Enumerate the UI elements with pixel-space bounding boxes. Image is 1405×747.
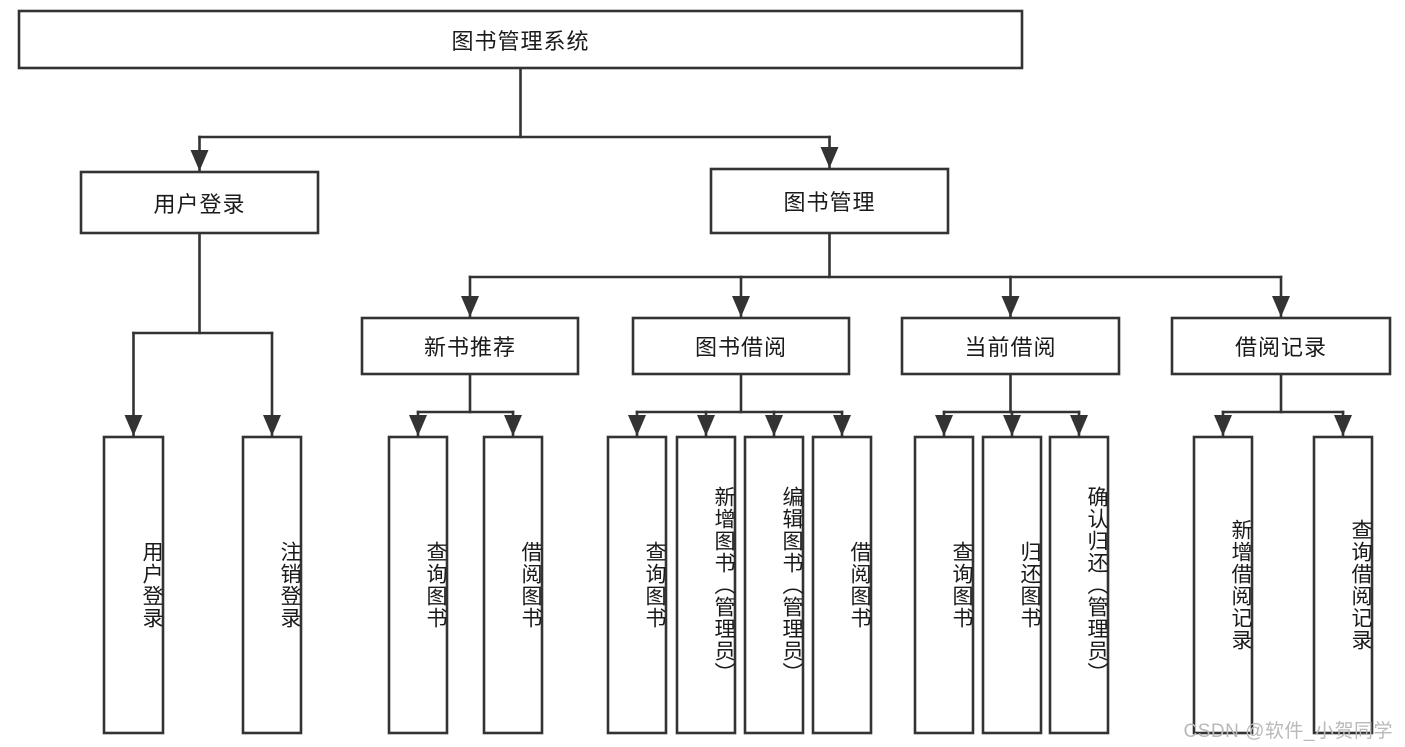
box-layer (17, 9, 1392, 735)
node-box-leaf-query-book-1[interactable] (387, 435, 449, 735)
node-box-current-borrow[interactable] (900, 316, 1121, 376)
arrow-head-icon (1272, 296, 1290, 317)
arrow-head-icon (124, 415, 143, 436)
arrow-head-icon (697, 415, 715, 436)
node-box-book-manage[interactable] (709, 167, 950, 235)
node-box-leaf-borrow-book-1[interactable] (482, 435, 544, 735)
arrow-head-icon (504, 415, 522, 436)
arrow-head-icon (765, 415, 783, 436)
node-box-user-login[interactable] (79, 170, 320, 235)
node-box-leaf-query-book-2[interactable] (606, 435, 668, 735)
node-box-leaf-edit-book[interactable] (743, 435, 805, 735)
arrow-head-icon (1214, 415, 1232, 436)
arrow-head-icon (190, 150, 209, 171)
node-box-leaf-borrow-book-2[interactable] (811, 435, 873, 735)
node-box-leaf-confirm-return[interactable] (1048, 435, 1110, 735)
node-box-new-book-rec[interactable] (360, 316, 580, 376)
node-box-book-borrow[interactable] (631, 316, 851, 376)
arrow-head-icon (1003, 415, 1021, 436)
arrow-head-icon (628, 415, 646, 436)
edge-layer (124, 66, 1352, 438)
node-box-leaf-user-login[interactable] (102, 435, 165, 735)
node-box-borrow-record[interactable] (1170, 316, 1392, 376)
arrow-head-icon (1070, 415, 1088, 436)
watermark-text: CSDN @软件_小贺同学 (1183, 721, 1393, 742)
node-box-root[interactable] (17, 9, 1024, 70)
node-box-leaf-query-record[interactable] (1312, 435, 1374, 735)
node-box-leaf-logout[interactable] (241, 435, 303, 735)
arrow-head-icon (263, 415, 281, 436)
arrow-head-icon (409, 415, 427, 436)
arrow-head-icon (833, 415, 851, 436)
node-box-leaf-return-book[interactable] (981, 435, 1043, 735)
arrow-head-icon (820, 147, 839, 168)
arrow-head-icon (935, 415, 953, 436)
arrow-head-icon (461, 296, 479, 317)
arrow-head-icon (732, 296, 750, 317)
arrow-head-icon (1001, 296, 1020, 317)
node-box-leaf-add-record[interactable] (1192, 435, 1254, 735)
node-box-leaf-add-book[interactable] (675, 435, 737, 735)
node-box-leaf-query-book-3[interactable] (913, 435, 975, 735)
arrow-head-icon (1334, 415, 1352, 436)
